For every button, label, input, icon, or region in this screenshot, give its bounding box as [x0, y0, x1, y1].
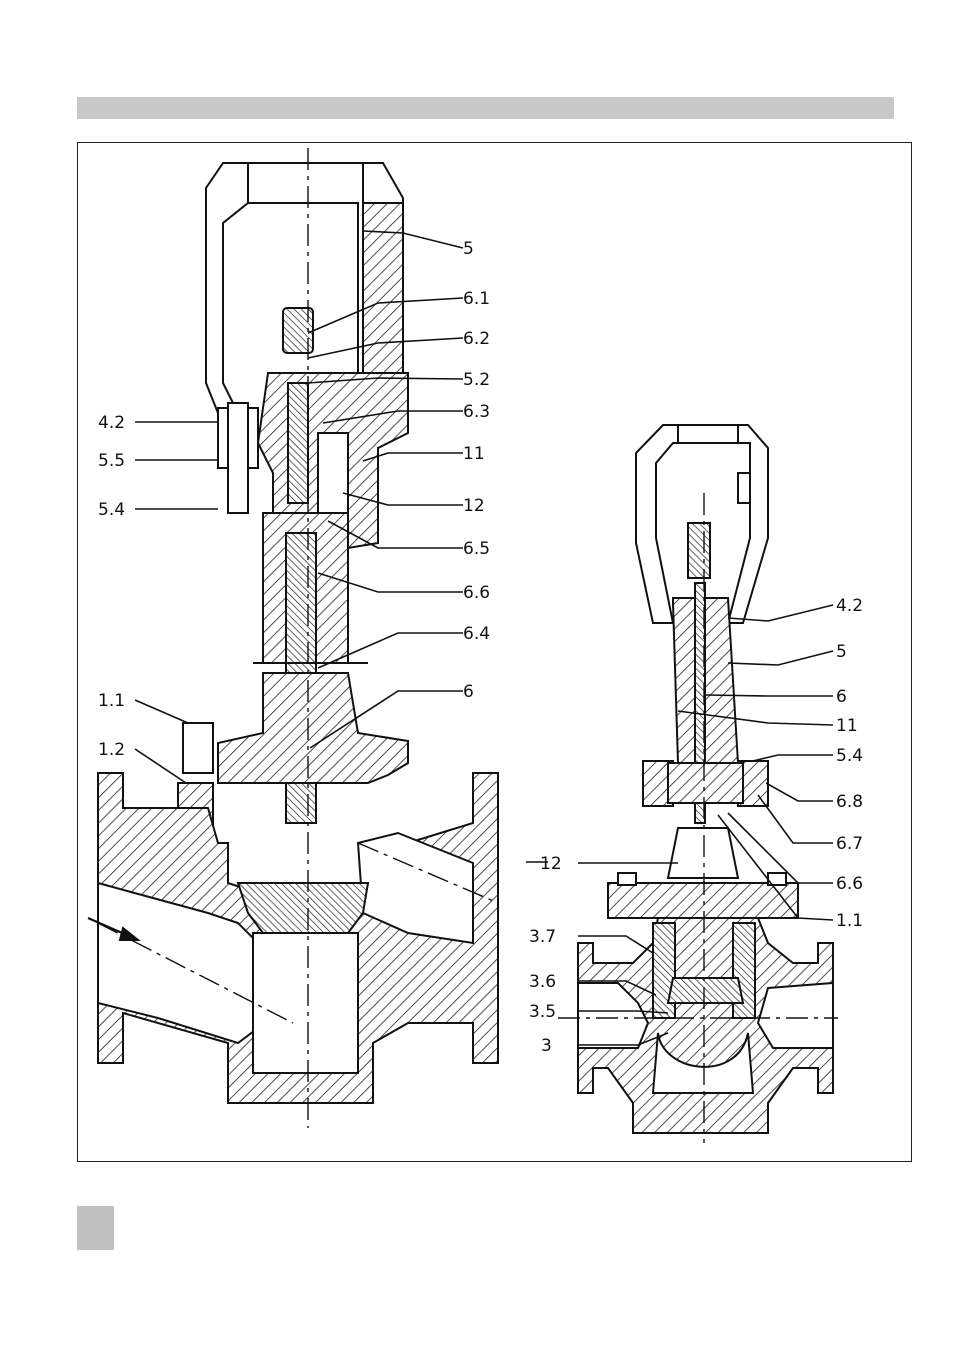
label-r-3-5: 3.5: [529, 1002, 556, 1022]
label-6: 6: [463, 682, 474, 702]
label-1-1: 1.1: [98, 691, 125, 711]
footer-marker: [77, 1206, 114, 1250]
label-r-3-6: 3.6: [529, 972, 556, 992]
header-bar: [77, 97, 894, 119]
label-r-4-2: 4.2: [836, 596, 863, 616]
label-4-2: 4.2: [98, 413, 125, 433]
label-5: 5: [463, 239, 474, 259]
label-r-3: 3: [541, 1036, 552, 1056]
label-6-5: 6.5: [463, 539, 490, 559]
label-r-6-6: 6.6: [836, 874, 863, 894]
label-r-6-7: 6.7: [836, 834, 863, 854]
label-r-11: 11: [836, 716, 858, 736]
label-11: 11: [463, 444, 485, 464]
label-6-2: 6.2: [463, 329, 490, 349]
label-r-1-1: 1.1: [836, 911, 863, 931]
label-6-6: 6.6: [463, 583, 490, 603]
label-12: 12: [463, 496, 485, 516]
label-5-4: 5.4: [98, 500, 125, 520]
label-r-5: 5: [836, 642, 847, 662]
label-r-6: 6: [836, 687, 847, 707]
right-valve-drawing: [558, 425, 838, 1143]
label-r-5-4: 5.4: [836, 746, 863, 766]
valve-cross-section-diagram: 5 6.1 6.2 5.2 6.3 11 12 6.5 6.6 6.4 6 4.…: [78, 143, 913, 1163]
valve-diagram-frame: 5 6.1 6.2 5.2 6.3 11 12 6.5 6.6 6.4 6 4.…: [77, 142, 912, 1162]
label-1-2: 1.2: [98, 740, 125, 760]
label-r-12: 12: [540, 854, 562, 874]
label-5-5: 5.5: [98, 451, 125, 471]
label-6-3: 6.3: [463, 402, 490, 422]
left-valve-drawing: [88, 148, 498, 1128]
label-6-4: 6.4: [463, 624, 490, 644]
label-6-1: 6.1: [463, 289, 490, 309]
label-5-2: 5.2: [463, 370, 490, 390]
label-r-6-8: 6.8: [836, 792, 863, 812]
label-r-3-7: 3.7: [529, 927, 556, 947]
